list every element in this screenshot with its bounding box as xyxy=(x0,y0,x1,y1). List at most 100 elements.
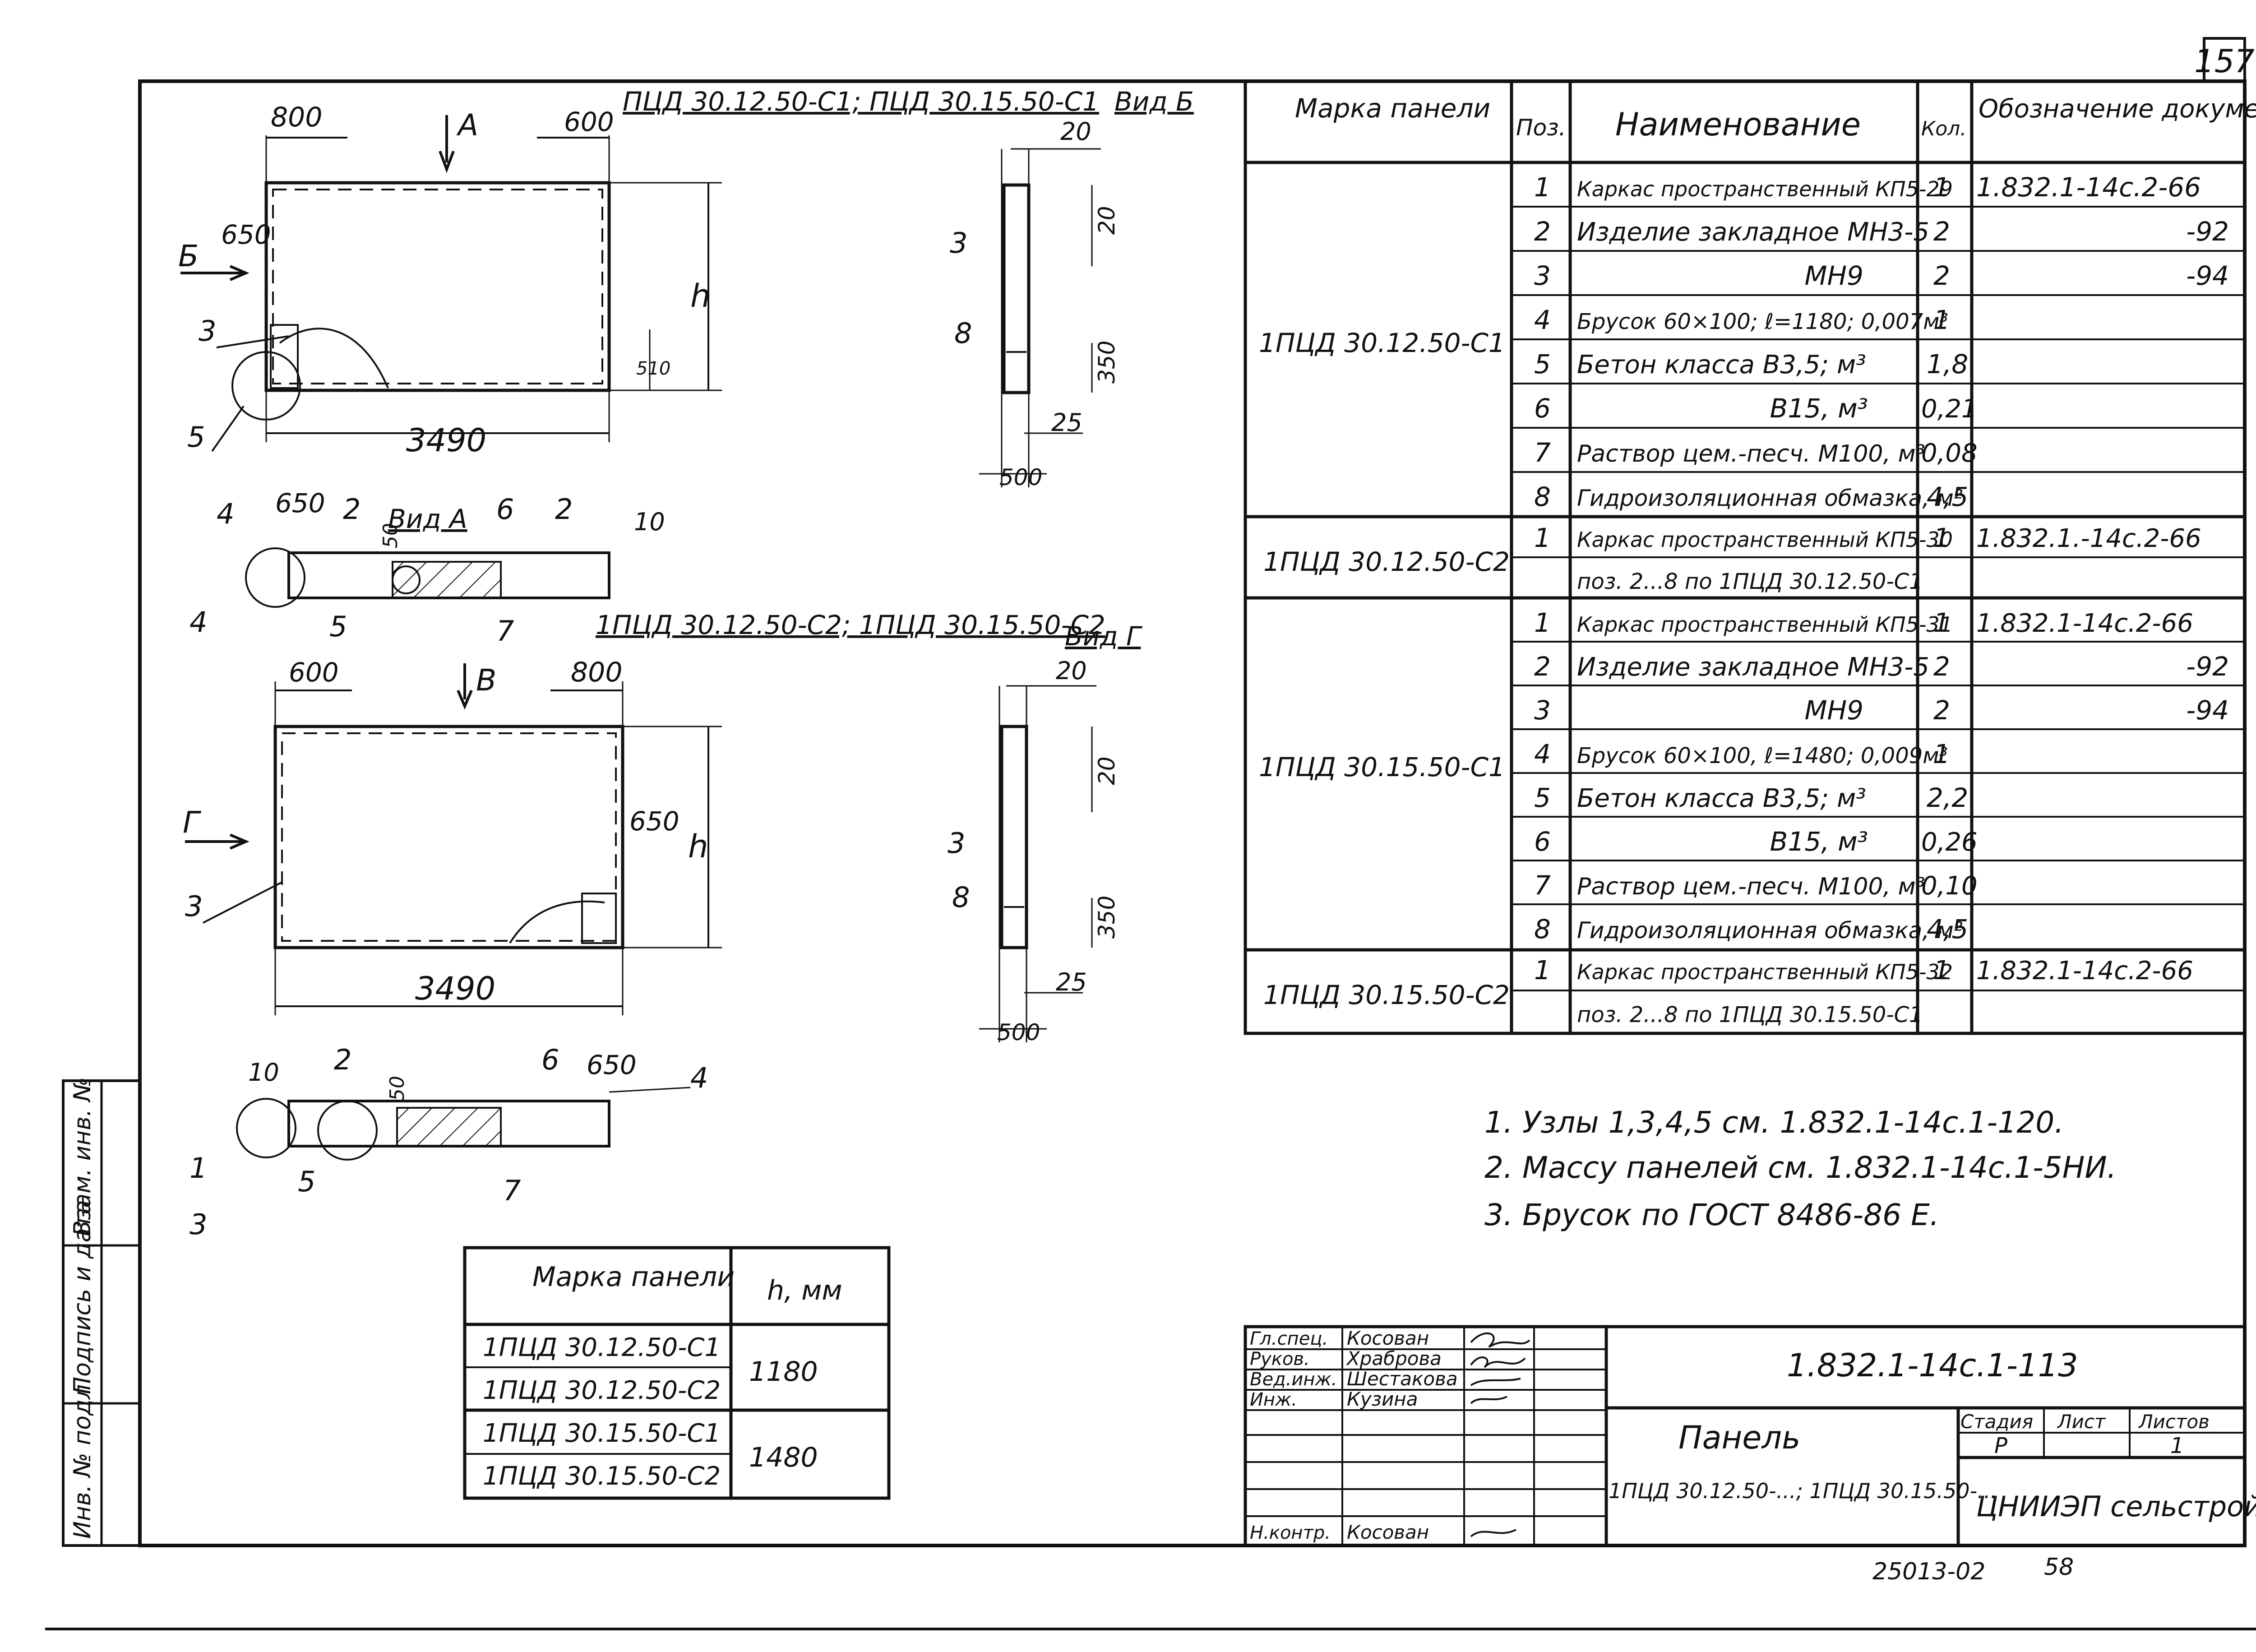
spec-row-qty: 1 xyxy=(1933,607,1950,638)
dim-20-b-side: 20 xyxy=(1094,206,1120,235)
tb-doc-code: 1.832.1-14с.1-113 xyxy=(1787,1347,2078,1384)
spec-row-doc: -94 xyxy=(2186,260,2229,291)
h-table: Марка панели h, мм 1ПЦД 30.12.50-С1 1ПЦД… xyxy=(463,1246,891,1500)
pos-7-bot: 7 xyxy=(503,1174,521,1207)
spec-row-name: поз. 2...8 по 1ПЦД 30.12.50-С1 xyxy=(1577,569,1923,594)
spec-row-name: МН9 xyxy=(1804,695,1863,726)
pos-5-a: 5 xyxy=(329,610,347,643)
spec-row-qty: 1,8 xyxy=(1927,349,1968,379)
pos-3-b: 3 xyxy=(950,227,967,259)
section-view-b xyxy=(979,148,1101,487)
view-arrow-b: Б xyxy=(178,239,199,273)
caption-mid: 1ПЦД 30.12.50-С2; 1ПЦД 30.15.50-С2 xyxy=(596,610,1105,640)
dim-500-g: 500 xyxy=(997,1019,1040,1046)
dim-350-g: 350 xyxy=(1094,896,1120,939)
spec-row-pos: 8 xyxy=(1534,481,1551,512)
dim-20-g-side: 20 xyxy=(1094,756,1120,785)
spec-row-doc: -92 xyxy=(2186,216,2229,247)
pos-3-g: 3 xyxy=(948,827,965,860)
spec-row-name: В15, м³ xyxy=(1770,393,1868,424)
section-view-g xyxy=(979,685,1096,1042)
pos-6-bot: 6 xyxy=(541,1043,559,1076)
tb-signatures xyxy=(1470,1332,1530,1537)
h-table-value: 1480 xyxy=(749,1442,818,1473)
view-a-section xyxy=(245,547,610,608)
spec-row-name: Брусок 60×100, ℓ=1480; 0,009м³ xyxy=(1577,743,1948,768)
spec-row-qty: 0,21 xyxy=(1921,394,1978,424)
view-g-label: Вид Г xyxy=(1065,621,1143,652)
dim-h-top: h xyxy=(690,278,710,315)
dim-h-bot: h xyxy=(688,828,708,865)
spec-row-name: Раствор цем.-песч. М100, м³ xyxy=(1577,873,1925,900)
pos-2-a2: 2 xyxy=(555,493,573,526)
spec-group-4: 1 Каркас пространственный КП5-32 1 1.832… xyxy=(1534,955,2193,1027)
spec-table: Марка панели Поз. Наименование Кол. Обоз… xyxy=(1244,79,2256,1035)
dim-650-bot2: 650 xyxy=(587,1050,637,1080)
spec-row-pos: 4 xyxy=(1534,739,1551,769)
note-2: 2. Массу панелей см. 1.832.1-14с.1-5НИ. xyxy=(1484,1150,2117,1185)
tb-stage-header: Стадия xyxy=(1960,1411,2033,1433)
leaders-top xyxy=(211,335,289,452)
spec-row-name: Гидроизоляционная обмазка, м² xyxy=(1577,485,1963,511)
dim-650-top: 650 xyxy=(221,219,271,250)
h-table-mark: 1ПЦД 30.12.50-С2 xyxy=(483,1376,721,1405)
spec-row-pos: 3 xyxy=(1534,260,1551,291)
spec-row-name: В15, м³ xyxy=(1770,826,1868,857)
spec-table-rows xyxy=(1512,206,2245,991)
spec-mark: 1ПЦД 30.15.50-С1 xyxy=(1259,752,1505,782)
pos-4-bot: 4 xyxy=(690,1061,708,1094)
spec-row-doc: 1.832.1-14с.2-66 xyxy=(1976,609,2193,638)
title-block-grid xyxy=(1244,1325,2247,1547)
spec-mark: 1ПЦД 30.15.50-С2 xyxy=(1263,980,1510,1010)
spec-header-mark: Марка панели xyxy=(1295,93,1490,124)
spec-row-qty: 1 xyxy=(1933,955,1950,986)
spec-row-pos: 2 xyxy=(1534,651,1551,682)
spec-row-pos: 2 xyxy=(1534,216,1551,247)
dim-10-a: 10 xyxy=(634,508,665,536)
spec-row-doc: -92 xyxy=(2186,651,2229,682)
spec-row-name: Раствор цем.-песч. М100, м³ xyxy=(1577,440,1925,467)
pos-2-bot: 2 xyxy=(334,1043,351,1076)
spec-header-doc: Обозначение документа xyxy=(1979,94,2256,124)
tb-sheets: 1 xyxy=(2170,1433,2184,1458)
spec-row-name: Каркас пространственный КП5-32 xyxy=(1577,960,1953,984)
tb-name-2: Храброва xyxy=(1346,1347,1442,1370)
spec-row-pos: 7 xyxy=(1534,437,1551,468)
pos-6-a: 6 xyxy=(496,493,514,526)
spec-header-qty: Кол. xyxy=(1921,117,1966,140)
spec-row-pos: 3 xyxy=(1534,695,1551,726)
note-1: 1. Узлы 1,3,4,5 см. 1.832.1-14с.1-120. xyxy=(1484,1105,2064,1140)
dim-3490-top: 3490 xyxy=(406,422,486,459)
spec-row-name: Изделие закладное МН3-5 xyxy=(1577,217,1929,247)
panel-plan-bottom xyxy=(185,663,722,1015)
spec-row-pos: 7 xyxy=(1534,870,1551,901)
tb-sheet-header: Лист xyxy=(2057,1411,2106,1433)
dim-650-a: 650 xyxy=(275,488,325,518)
spec-header-pos: Поз. xyxy=(1516,115,1566,141)
tb-role-4: Инж. xyxy=(1250,1389,1297,1410)
bottom-code: 25013-02 xyxy=(1872,1558,1985,1585)
spec-row-qty: 2 xyxy=(1933,695,1950,726)
title-block: Гл.спец. Руков. Вед.инж. Инж. Н.контр. К… xyxy=(1244,1325,2256,1547)
spec-row-qty: 1 xyxy=(1933,305,1950,335)
dim-20-g-top: 20 xyxy=(1056,657,1087,685)
dim-600-bot: 600 xyxy=(289,657,339,688)
dim-500-b: 500 xyxy=(999,464,1042,491)
pos-3-bot2: 3 xyxy=(190,1208,207,1241)
spec-row-doc: 1.832.1-14с.2-66 xyxy=(1976,172,2201,203)
pos-4-a1: 4 xyxy=(217,497,234,530)
dim-50-a: 50 xyxy=(379,523,402,548)
panel-drawings: 800 600 650 3490 h 510 А Б ПЦД 30.12.50-… xyxy=(178,86,1194,1241)
pos-7-a: 7 xyxy=(496,615,514,648)
spec-row-qty: 4,5 xyxy=(1927,481,1968,512)
spec-row-name: Каркас пространственный КП5-30 xyxy=(1577,528,1953,552)
tb-name-5: Косован xyxy=(1347,1521,1429,1543)
spec-row-qty: 1 xyxy=(1933,172,1950,203)
dim-650-bot: 650 xyxy=(629,806,680,837)
pos-5-bot: 5 xyxy=(298,1165,315,1198)
stamp-label-sign: Подпись и дата xyxy=(69,1200,96,1394)
bottom-page: 58 xyxy=(2044,1554,2074,1581)
tb-role-5: Н.контр. xyxy=(1250,1522,1331,1543)
spec-row-pos: 6 xyxy=(1534,826,1551,857)
